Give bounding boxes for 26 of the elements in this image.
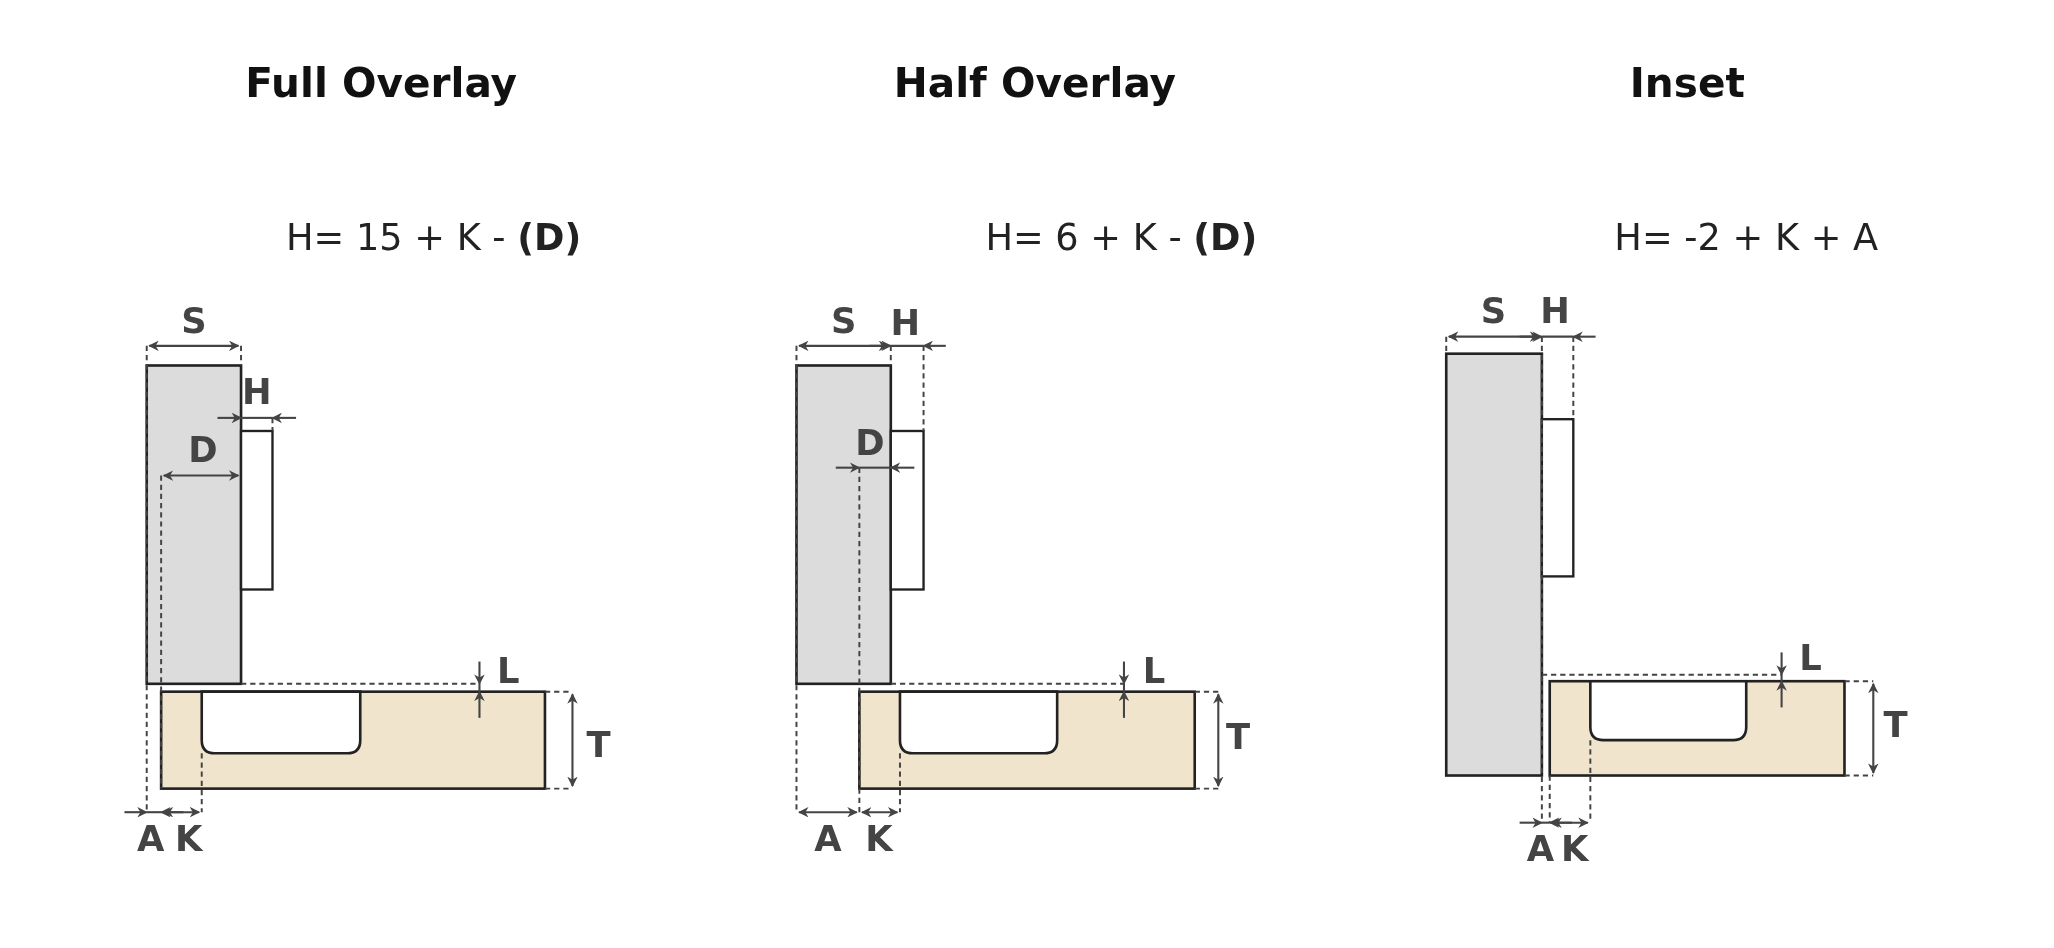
panel-title: Full Overlay — [245, 58, 518, 107]
dimension-letter: H — [890, 301, 920, 343]
dimension-letter: A — [814, 818, 842, 859]
panel-title: Inset — [1629, 58, 1745, 107]
dimension-letter: L — [1799, 637, 1822, 678]
dimension-letter: S — [1480, 290, 1507, 331]
dimension-letter: K — [1560, 828, 1589, 870]
dimension-letter: T — [586, 723, 611, 765]
dimension-letter: S — [181, 300, 207, 342]
dimension-letter: T — [1883, 704, 1908, 745]
formula: H= 6 + K - (D) — [985, 215, 1258, 259]
dimension-letter: H — [1540, 290, 1570, 331]
dimension-letter: A — [1526, 828, 1555, 870]
dimension-letter: L — [497, 650, 520, 691]
dimension-letter: S — [830, 300, 857, 342]
panel-title: Half Overlay — [893, 58, 1176, 107]
dimension-letter: T — [1225, 715, 1250, 757]
dimension-letter: K — [174, 818, 203, 859]
formula: H= 15 + K - (D) — [285, 215, 582, 259]
formula: H= -2 + K + A — [1614, 215, 1879, 259]
dimension-letter: H — [241, 371, 272, 412]
dimension-letter: K — [865, 818, 893, 859]
dimension-letter: A — [136, 818, 165, 859]
dimension-letter: D — [855, 422, 885, 464]
dimension-letter: L — [1142, 650, 1166, 691]
dimension-letter: D — [188, 429, 218, 470]
